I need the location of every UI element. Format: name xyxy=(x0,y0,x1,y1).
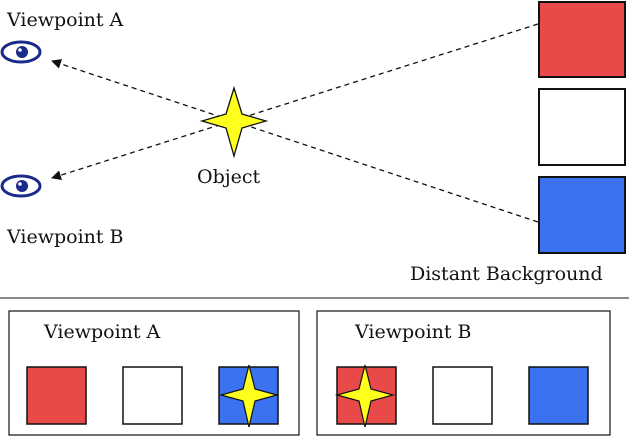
panel-b-white-square xyxy=(432,366,493,425)
viewpoint-a-label: Viewpoint A xyxy=(7,9,124,31)
eye-icon xyxy=(0,174,42,198)
object-label: Object xyxy=(197,166,261,188)
panel-a-star-icon xyxy=(218,364,280,428)
panel-a-red-square xyxy=(26,366,87,425)
background-blue-square xyxy=(538,176,626,254)
eye-icon xyxy=(0,40,42,64)
object-star-icon xyxy=(199,85,269,159)
panel-b-title: Viewpoint B xyxy=(355,321,472,343)
sight-line-b xyxy=(51,23,539,181)
panel-b-star-icon xyxy=(334,364,396,428)
panel-b-blue-square xyxy=(528,366,589,425)
distant-background-label: Distant Background xyxy=(410,263,603,285)
panel-a-white-square xyxy=(122,366,183,425)
background-white-square xyxy=(538,88,626,166)
background-red-square xyxy=(538,1,626,78)
panel-a-title: Viewpoint A xyxy=(44,321,161,343)
viewpoint-b-label: Viewpoint B xyxy=(7,226,124,248)
sight-line-a xyxy=(51,59,539,223)
